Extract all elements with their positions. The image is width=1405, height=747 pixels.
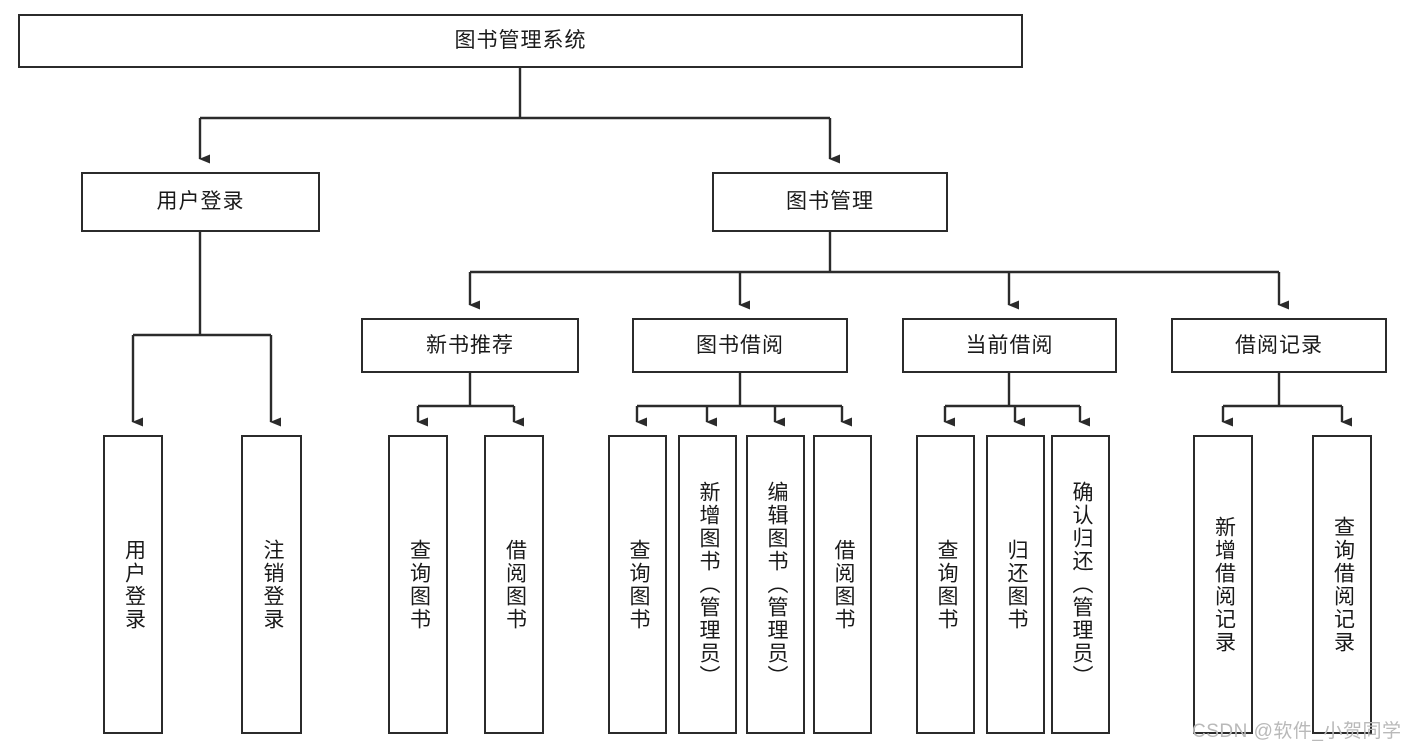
node-label: 新增借阅记录 <box>1212 515 1236 654</box>
node-label: 查询借阅记录 <box>1331 515 1355 654</box>
node-leaf-borrow-book-2[interactable]: 借阅图书 <box>813 435 872 734</box>
node-label: 借阅图书 <box>503 538 527 631</box>
node-label: 确认归还（管理员） <box>1069 481 1093 688</box>
node-label: 用户登录 <box>122 538 146 631</box>
node-leaf-query-book-2[interactable]: 查询图书 <box>608 435 667 734</box>
node-label: 查询图书 <box>407 538 431 631</box>
node-leaf-confirm-return[interactable]: 确认归还（管理员） <box>1051 435 1110 734</box>
node-leaf-edit-book[interactable]: 编辑图书（管理员） <box>746 435 805 734</box>
node-label: 图书管理 <box>786 190 874 214</box>
node-label: 用户登录 <box>156 190 245 214</box>
node-leaf-add-borrow-record[interactable]: 新增借阅记录 <box>1193 435 1253 734</box>
tree-connectors <box>131 68 1352 427</box>
node-borrow-record[interactable]: 借阅记录 <box>1171 318 1387 373</box>
node-label: 当前借阅 <box>965 333 1054 357</box>
node-leaf-borrow-book-1[interactable]: 借阅图书 <box>484 435 544 734</box>
node-label: 编辑图书（管理员） <box>764 481 788 688</box>
node-new-book-recommend[interactable]: 新书推荐 <box>361 318 579 373</box>
node-leaf-user-login[interactable]: 用户登录 <box>103 435 163 734</box>
node-leaf-user-logout[interactable]: 注销登录 <box>241 435 302 734</box>
node-book-borrow[interactable]: 图书借阅 <box>632 318 848 373</box>
node-leaf-add-book[interactable]: 新增图书（管理员） <box>678 435 737 734</box>
node-label: 新增图书（管理员） <box>696 481 720 688</box>
node-leaf-query-book-1[interactable]: 查询图书 <box>388 435 448 734</box>
node-label: 图书借阅 <box>696 333 784 357</box>
node-label: 新书推荐 <box>426 333 514 357</box>
node-root-system[interactable]: 图书管理系统 <box>18 14 1023 68</box>
node-label: 借阅记录 <box>1235 333 1323 357</box>
node-label: 借阅图书 <box>831 538 855 631</box>
node-current-borrow[interactable]: 当前借阅 <box>902 318 1117 373</box>
node-label: 查询图书 <box>626 538 650 631</box>
node-label: 归还图书 <box>1004 538 1028 631</box>
node-book-manage[interactable]: 图书管理 <box>712 172 948 232</box>
node-user-login[interactable]: 用户登录 <box>81 172 320 232</box>
node-leaf-query-borrow-record[interactable]: 查询借阅记录 <box>1312 435 1372 734</box>
node-label: 注销登录 <box>260 538 284 631</box>
node-leaf-query-book-3[interactable]: 查询图书 <box>916 435 975 734</box>
node-label: 查询图书 <box>934 538 958 631</box>
node-label: 图书管理系统 <box>454 29 587 53</box>
node-leaf-return-book[interactable]: 归还图书 <box>986 435 1045 734</box>
